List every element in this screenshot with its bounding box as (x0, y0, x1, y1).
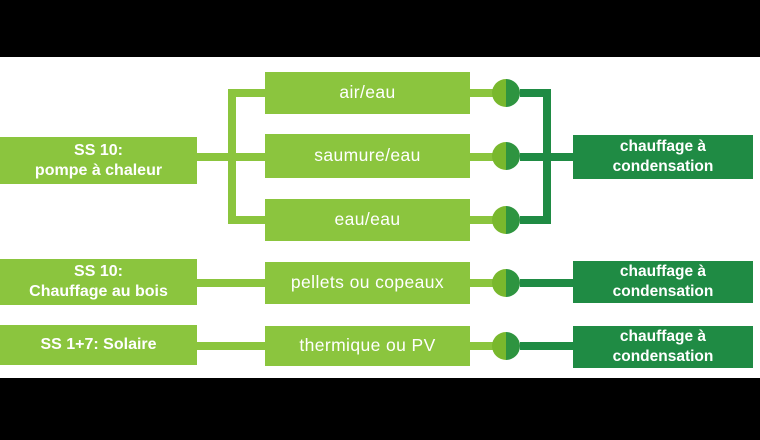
target-box-condensing-heating-2: chauffage à condensation (573, 261, 753, 303)
option-label: thermique ou PV (299, 335, 436, 356)
connector-line (470, 342, 496, 350)
target-box-condensing-heating-1: chauffage à condensation (573, 135, 753, 179)
source-label-line2: Chauffage au bois (29, 283, 168, 300)
option-box-air-water: air/eau (265, 72, 470, 114)
connector-line (470, 279, 496, 287)
connector-line (228, 216, 265, 224)
connector-line (520, 342, 573, 350)
option-box-brine-water: saumure/eau (265, 134, 470, 178)
connector-line (520, 279, 573, 287)
source-label-line1: SS 10: (74, 263, 123, 281)
junction-circle (492, 79, 520, 107)
option-label: air/eau (339, 82, 396, 103)
target-label-line1: chauffage à (619, 327, 707, 345)
source-box-solar: SS 1+7: Solaire (0, 325, 197, 365)
target-label-line1: chauffage à (619, 262, 707, 280)
connector-line (520, 89, 551, 97)
option-box-thermal-pv: thermique ou PV (265, 326, 470, 366)
target-label-line2: condensation (612, 158, 714, 175)
bottom-black-bar (0, 378, 760, 440)
top-black-bar (0, 0, 760, 57)
target-label-line1: chauffage à (619, 137, 707, 155)
connector-line (197, 153, 236, 161)
connector-line (236, 153, 265, 161)
connector-line (197, 342, 265, 350)
connector-line (197, 279, 265, 287)
connector-trunk (228, 89, 236, 224)
source-box-wood-heating: SS 10: Chauffage au bois (0, 259, 197, 305)
connector-line (470, 216, 496, 224)
option-label: pellets ou copeaux (290, 272, 445, 293)
target-label-line2: condensation (612, 348, 714, 365)
source-label-line2: pompe à chaleur (34, 161, 163, 179)
connector-line (520, 216, 551, 224)
junction-circle (492, 142, 520, 170)
target-label-line2: condensation (612, 283, 714, 300)
source-box-heat-pump: SS 10: pompe à chaleur (0, 137, 197, 184)
junction-circle (492, 332, 520, 360)
junction-circle (492, 206, 520, 234)
connector-line (470, 89, 496, 97)
connector-trunk (543, 89, 551, 224)
option-label: saumure/eau (314, 145, 421, 166)
target-box-condensing-heating-3: chauffage à condensation (573, 326, 753, 368)
option-label: eau/eau (334, 209, 401, 230)
option-box-pellets-chips: pellets ou copeaux (265, 262, 470, 304)
connector-line (228, 89, 265, 97)
option-box-water-water: eau/eau (265, 199, 470, 241)
source-label-line1: SS 10: (74, 141, 123, 159)
connector-line (470, 153, 496, 161)
junction-circle (492, 269, 520, 297)
source-label-line1: SS 1+7: Solaire (40, 336, 157, 354)
